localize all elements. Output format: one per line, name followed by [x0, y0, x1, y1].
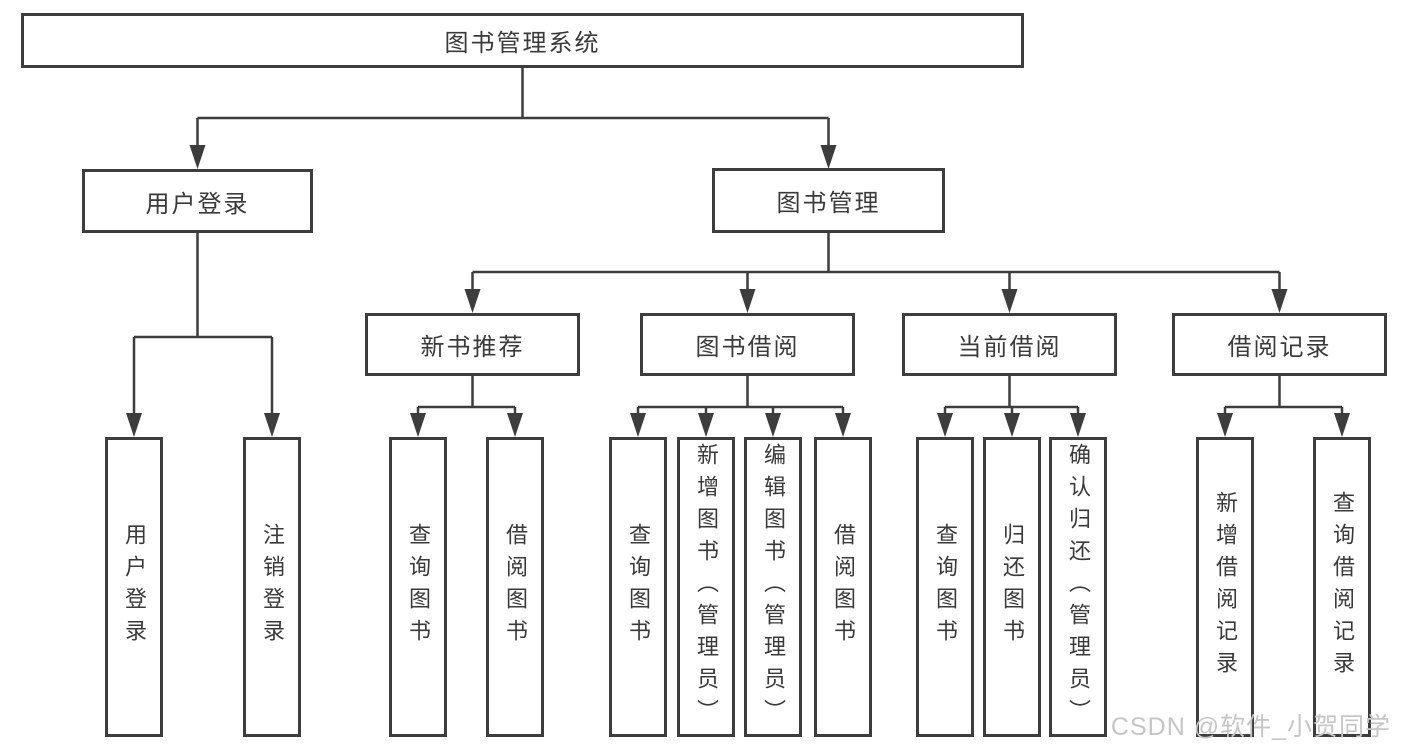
edge-login-to-children	[132, 233, 274, 415]
leaf-borrow-edit-books-admin: 编辑图书（管理员）	[744, 437, 802, 737]
edge-root-to-level1	[196, 68, 830, 147]
leaf-recommend-query-books: 查询图书	[389, 437, 447, 737]
node-library-system: 图书管理系统	[21, 13, 1024, 68]
leaf-borrow-borrow-books: 借阅图书	[814, 437, 872, 737]
leaf-current-return-books: 归还图书	[983, 437, 1041, 737]
leaf-borrow-query-books: 查询图书	[609, 437, 667, 737]
node-borrow-record-label: 借阅记录	[1227, 334, 1332, 361]
node-new-book-recommend-label: 新书推荐	[420, 334, 525, 361]
leaf-borrow-add-books-admin: 新增图书（管理员）	[677, 437, 735, 737]
node-book-borrow: 图书借阅	[640, 313, 855, 376]
edge-record-to-children	[1223, 376, 1344, 415]
edge-borrow-to-children	[636, 376, 845, 415]
leaf-record-query-record: 查询借阅记录	[1313, 437, 1371, 737]
node-user-login: 用户登录	[82, 169, 313, 233]
watermark: CSDN @软件_小贺同学	[1110, 713, 1391, 741]
leaf-current-query-books: 查询图书	[916, 437, 974, 737]
node-current-borrow-label: 当前借阅	[957, 334, 1062, 361]
leaf-recommend-borrow-books: 借阅图书	[486, 437, 544, 737]
edge-recommend-to-children	[416, 376, 517, 415]
leaf-current-confirm-return-admin: 确认归还（管理员）	[1049, 437, 1107, 737]
node-book-management: 图书管理	[712, 168, 945, 233]
node-book-borrow-label: 图书借阅	[695, 334, 800, 361]
leaf-user-login: 用户登录	[105, 437, 163, 737]
edge-current-to-children	[943, 376, 1080, 415]
edge-management-to-level2	[471, 233, 1281, 291]
node-book-management-label: 图书管理	[776, 190, 881, 217]
node-user-login-label: 用户登录	[145, 190, 250, 218]
leaf-record-add-record: 新增借阅记录	[1196, 437, 1254, 737]
node-borrow-record: 借阅记录	[1172, 313, 1387, 376]
node-library-system-label: 图书管理系统	[444, 30, 601, 57]
node-current-borrow: 当前借阅	[902, 313, 1117, 376]
node-new-book-recommend: 新书推荐	[365, 313, 580, 376]
leaf-logout: 注销登录	[243, 437, 301, 737]
